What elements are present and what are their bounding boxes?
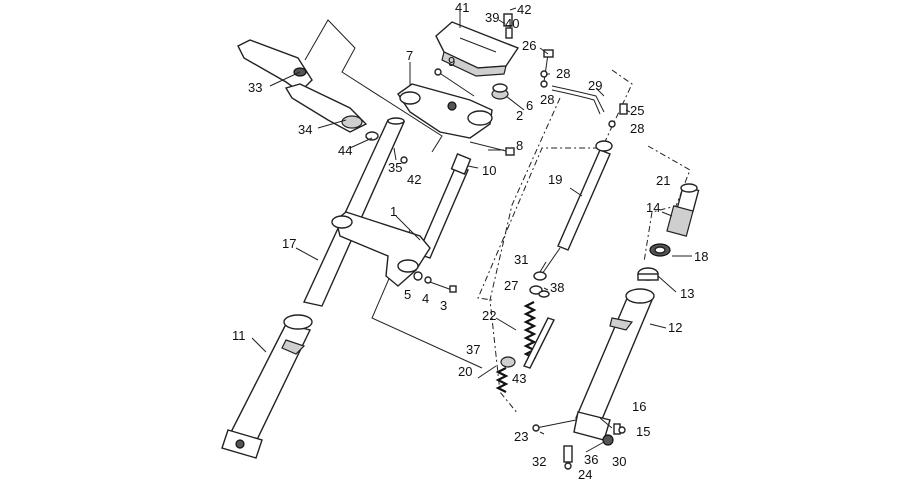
damper-rod <box>541 140 613 275</box>
brake-pipe-29 <box>551 85 605 115</box>
callout-13: 13 <box>680 286 694 301</box>
upper-triple-clamp <box>397 83 493 139</box>
callout-28: 28 <box>540 92 554 107</box>
steering-stem <box>417 153 472 259</box>
callout-22: 22 <box>482 308 496 323</box>
drain-screw-32-36-30-24 <box>563 434 614 470</box>
callout-40: 40 <box>505 16 519 31</box>
callout-8: 8 <box>516 138 523 153</box>
spacer-37 <box>500 356 516 368</box>
callout-44: 44 <box>338 143 352 158</box>
callout-labels: 41 39 40 42 26 7 9 28 28 29 6 2 25 28 33… <box>232 0 708 481</box>
callout-42: 42 <box>407 172 421 187</box>
callout-1: 1 <box>390 204 397 219</box>
callout-35: 35 <box>388 160 402 175</box>
fork-stanchion-left <box>303 117 406 307</box>
callout-19: 19 <box>548 172 562 187</box>
callout-9: 9 <box>448 54 455 69</box>
callout-39: 39 <box>485 10 499 25</box>
bolt-9 <box>434 68 475 97</box>
callout-29: 29 <box>588 78 602 93</box>
callout-27: 27 <box>504 278 518 293</box>
nut-2-6 <box>491 83 509 100</box>
leader-lines <box>251 7 692 453</box>
small-screw-39-40 <box>503 13 513 39</box>
seal-18 <box>649 243 671 257</box>
callout-12: 12 <box>668 320 682 335</box>
tube-43 <box>523 317 555 369</box>
fork-slider-right <box>573 288 655 441</box>
screw-44-35-42 <box>365 131 408 164</box>
callout-17: 17 <box>282 236 296 251</box>
handlebar-top-cap <box>435 21 520 77</box>
spring-20 <box>495 367 509 393</box>
washers-31-27-38 <box>529 271 550 298</box>
callout-7: 7 <box>406 48 413 63</box>
callout-26: 26 <box>522 38 536 53</box>
callout-18: 18 <box>694 249 708 264</box>
callout-28: 28 <box>630 121 644 136</box>
callout-38: 38 <box>550 280 564 295</box>
callout-42: 42 <box>517 2 531 17</box>
callout-32: 32 <box>532 454 546 469</box>
callout-41: 41 <box>455 0 469 15</box>
fork-spring-22 <box>523 301 537 363</box>
callout-21: 21 <box>656 173 670 188</box>
callout-36: 36 <box>584 452 598 467</box>
callout-6: 6 <box>526 98 533 113</box>
dust-cap-13 <box>637 267 659 281</box>
callout-20: 20 <box>458 364 472 379</box>
callout-10: 10 <box>482 163 496 178</box>
bracket-33 <box>237 39 313 93</box>
callout-25: 25 <box>630 103 644 118</box>
callout-33: 33 <box>248 80 262 95</box>
callout-14: 14 <box>646 200 660 215</box>
callout-2: 2 <box>516 108 523 123</box>
axle-bolts-23-16-15 <box>532 419 626 435</box>
callout-37: 37 <box>466 342 480 357</box>
callout-5: 5 <box>404 287 411 302</box>
callout-30: 30 <box>612 454 626 469</box>
bolt-8 <box>469 141 515 156</box>
callout-23: 23 <box>514 429 528 444</box>
lower-triple-clamp <box>331 211 431 287</box>
callout-34: 34 <box>298 122 312 137</box>
bolt-26-28 <box>540 49 554 88</box>
callout-15: 15 <box>636 424 650 439</box>
callout-4: 4 <box>422 291 429 306</box>
pinch-bolt-3-4-5 <box>413 271 457 293</box>
fork-slider-left <box>221 314 313 459</box>
callout-16: 16 <box>632 399 646 414</box>
callout-31: 31 <box>514 252 528 267</box>
bushing-14 <box>666 205 694 237</box>
callout-3: 3 <box>440 298 447 313</box>
callout-43: 43 <box>512 371 526 386</box>
callout-28: 28 <box>556 66 570 81</box>
assembly-outline-center <box>477 69 633 415</box>
callout-24: 24 <box>578 467 592 481</box>
bolt-25-28 <box>608 103 628 128</box>
callout-11: 11 <box>232 328 246 343</box>
